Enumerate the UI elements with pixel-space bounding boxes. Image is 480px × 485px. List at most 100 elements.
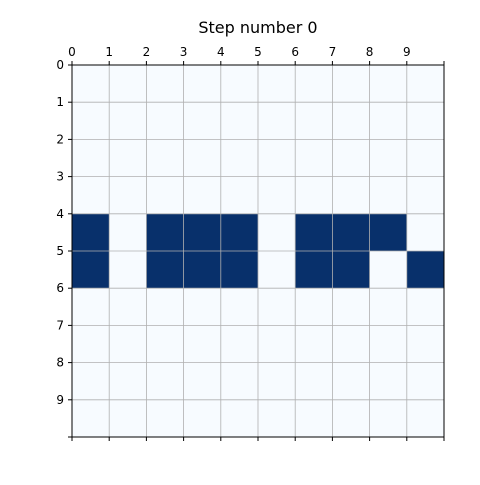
- y-tick-label: 0: [56, 58, 64, 72]
- heatmap-cell: [183, 325, 222, 363]
- x-tick-label: 6: [291, 45, 299, 59]
- heatmap-cell: [332, 362, 370, 401]
- heatmap-cell: [258, 288, 296, 326]
- heatmap-cell: [369, 362, 408, 401]
- heatmap-cell: [258, 251, 296, 289]
- heatmap-cell: [258, 65, 296, 103]
- y-tick-label: 6: [56, 281, 64, 295]
- heatmap-cell: [369, 139, 408, 177]
- heatmap-cell: [406, 325, 445, 363]
- x-tick-label: 5: [254, 45, 262, 59]
- y-tick-label: 3: [56, 170, 64, 184]
- y-tick-label: 4: [56, 207, 64, 221]
- y-tick-label: 9: [56, 393, 64, 407]
- heatmap-cell: [295, 399, 333, 438]
- heatmap-cell: [332, 288, 370, 326]
- heatmap-cell: [72, 251, 110, 289]
- heatmap-cell: [72, 325, 110, 363]
- heatmap-cell: [183, 65, 222, 103]
- heatmap-cell: [72, 65, 110, 103]
- heatmap-cell: [146, 251, 184, 289]
- heatmap-cell: [183, 102, 222, 140]
- heatmap-cell: [220, 176, 259, 215]
- heatmap-cell: [220, 139, 259, 177]
- cells-layer: [72, 65, 445, 438]
- heatmap-cell: [72, 176, 110, 215]
- heatmap-cell: [72, 102, 110, 140]
- heatmap-cell: [258, 325, 296, 363]
- heatmap-cell: [220, 362, 259, 401]
- heatmap-cell: [332, 213, 370, 252]
- heatmap-cell: [146, 362, 184, 401]
- x-tick-label: 7: [329, 45, 337, 59]
- y-tick-label: 7: [56, 318, 64, 332]
- heatmap-cell: [332, 139, 370, 177]
- x-tick-label: 4: [217, 45, 225, 59]
- heatmap-cell: [406, 102, 445, 140]
- heatmap-cell: [406, 65, 445, 103]
- heatmap-cell: [183, 399, 222, 438]
- heatmap-cell: [369, 176, 408, 215]
- heatmap-cell: [146, 139, 184, 177]
- heatmap-cell: [220, 288, 259, 326]
- heatmap-cell: [369, 65, 408, 103]
- heatmap-cell: [109, 251, 147, 289]
- heatmap-cell: [332, 399, 370, 438]
- heatmap-cell: [146, 102, 184, 140]
- heatmap-cell: [109, 288, 147, 326]
- y-tick-label: 2: [56, 132, 64, 146]
- heatmap-cell: [295, 325, 333, 363]
- heatmap-cell: [109, 325, 147, 363]
- heatmap-cell: [295, 139, 333, 177]
- heatmap-cell: [406, 139, 445, 177]
- heatmap-cell: [146, 399, 184, 438]
- chart-title: Step number 0: [198, 18, 317, 37]
- heatmap-cell: [146, 176, 184, 215]
- heatmap-cell: [332, 65, 370, 103]
- heatmap-cell: [183, 213, 222, 252]
- heatmap-cell: [369, 213, 408, 252]
- heatmap-cell: [295, 65, 333, 103]
- x-tick-label: 1: [105, 45, 113, 59]
- heatmap-cell: [258, 102, 296, 140]
- heatmap-cell: [332, 251, 370, 289]
- heatmap-cell: [72, 288, 110, 326]
- heatmap-cell: [146, 288, 184, 326]
- heatmap-cell: [332, 325, 370, 363]
- heatmap-cell: [258, 213, 296, 252]
- heatmap-cell: [109, 65, 147, 103]
- heatmap-cell: [109, 176, 147, 215]
- heatmap-cell: [146, 325, 184, 363]
- x-tick-label: 8: [366, 45, 374, 59]
- heatmap-cell: [295, 176, 333, 215]
- heatmap-cell: [220, 325, 259, 363]
- heatmap-cell: [72, 399, 110, 438]
- heatmap-cell: [406, 399, 445, 438]
- heatmap-cell: [109, 102, 147, 140]
- heatmap-cell: [406, 213, 445, 252]
- heatmap-cell: [109, 362, 147, 401]
- heatmap-cell: [146, 213, 184, 252]
- x-tick-label: 9: [403, 45, 411, 59]
- heatmap-cell: [406, 362, 445, 401]
- heatmap-cell: [183, 251, 222, 289]
- heatmap-cell: [109, 399, 147, 438]
- heatmap-cell: [72, 139, 110, 177]
- y-tick-label: 8: [56, 356, 64, 370]
- heatmap-cell: [369, 325, 408, 363]
- heatmap-cell: [183, 362, 222, 401]
- heatmap-cell: [295, 102, 333, 140]
- heatmap-cell: [220, 213, 259, 252]
- heatmap-cell: [146, 65, 184, 103]
- heatmap-cell: [295, 251, 333, 289]
- heatmap-cell: [183, 288, 222, 326]
- x-tick-label: 2: [143, 45, 151, 59]
- heatmap-cell: [406, 288, 445, 326]
- heatmap-cell: [369, 251, 408, 289]
- heatmap-cell: [258, 139, 296, 177]
- heatmap-cell: [258, 399, 296, 438]
- x-tick-label: 0: [68, 45, 76, 59]
